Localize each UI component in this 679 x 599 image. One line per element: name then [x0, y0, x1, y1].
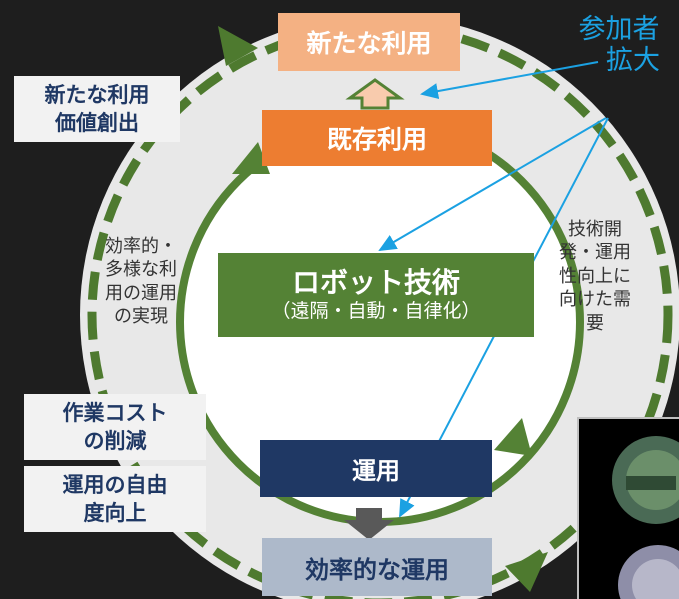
outer-dashed-ring — [87, 22, 673, 599]
robot-technology-subtitle: （遠隔・自動・自律化） — [271, 300, 481, 323]
participants-line-1: 参加者 — [578, 14, 660, 45]
participants-line-2: 拡大 — [606, 45, 660, 77]
robot-technology-title: ロボット技術 — [291, 265, 460, 299]
participants-expansion: 参加者 拡大 — [556, 14, 679, 76]
existing-use-box: 既存利用 — [262, 110, 492, 166]
inner-ring-arrow-left — [232, 142, 270, 174]
existing-use-label: 既存利用 — [326, 125, 427, 154]
new-value-creation-label: 新たな利用 価値創出 — [14, 76, 180, 142]
outer-ring-arrow-top — [218, 26, 258, 66]
cyan-arrow-to-robot — [378, 117, 607, 252]
efficient-operation-box: 効率的な運用 — [262, 538, 492, 596]
operation-box: 運用 — [260, 440, 492, 497]
inner-ring-arrow-right — [494, 418, 532, 456]
outer-ring-arrow-bottom — [505, 552, 548, 592]
freedom-improvement-label: 運用の自由 度向上 — [24, 466, 206, 532]
cost-reduction-label: 作業コスト の削減 — [24, 394, 206, 460]
new-use-box: 新たな利用 — [278, 13, 460, 71]
robot-technology-box: ロボット技術 （遠隔・自動・自律化） — [218, 253, 534, 337]
cyan-arrow-to-new-use — [420, 61, 599, 100]
new-use-label: 新たな利用 — [306, 29, 432, 58]
down-arrow — [344, 508, 394, 540]
inner-left-text: 効率的・ 多様な利 用の運用 の実現 — [105, 236, 177, 328]
operation-label: 運用 — [352, 457, 400, 485]
up-arrow — [345, 78, 405, 110]
inner-right-text: 技術開 発・運用 性向上に 向けた需 要 — [559, 219, 631, 334]
efficient-operation-label: 効率的な運用 — [305, 555, 449, 584]
